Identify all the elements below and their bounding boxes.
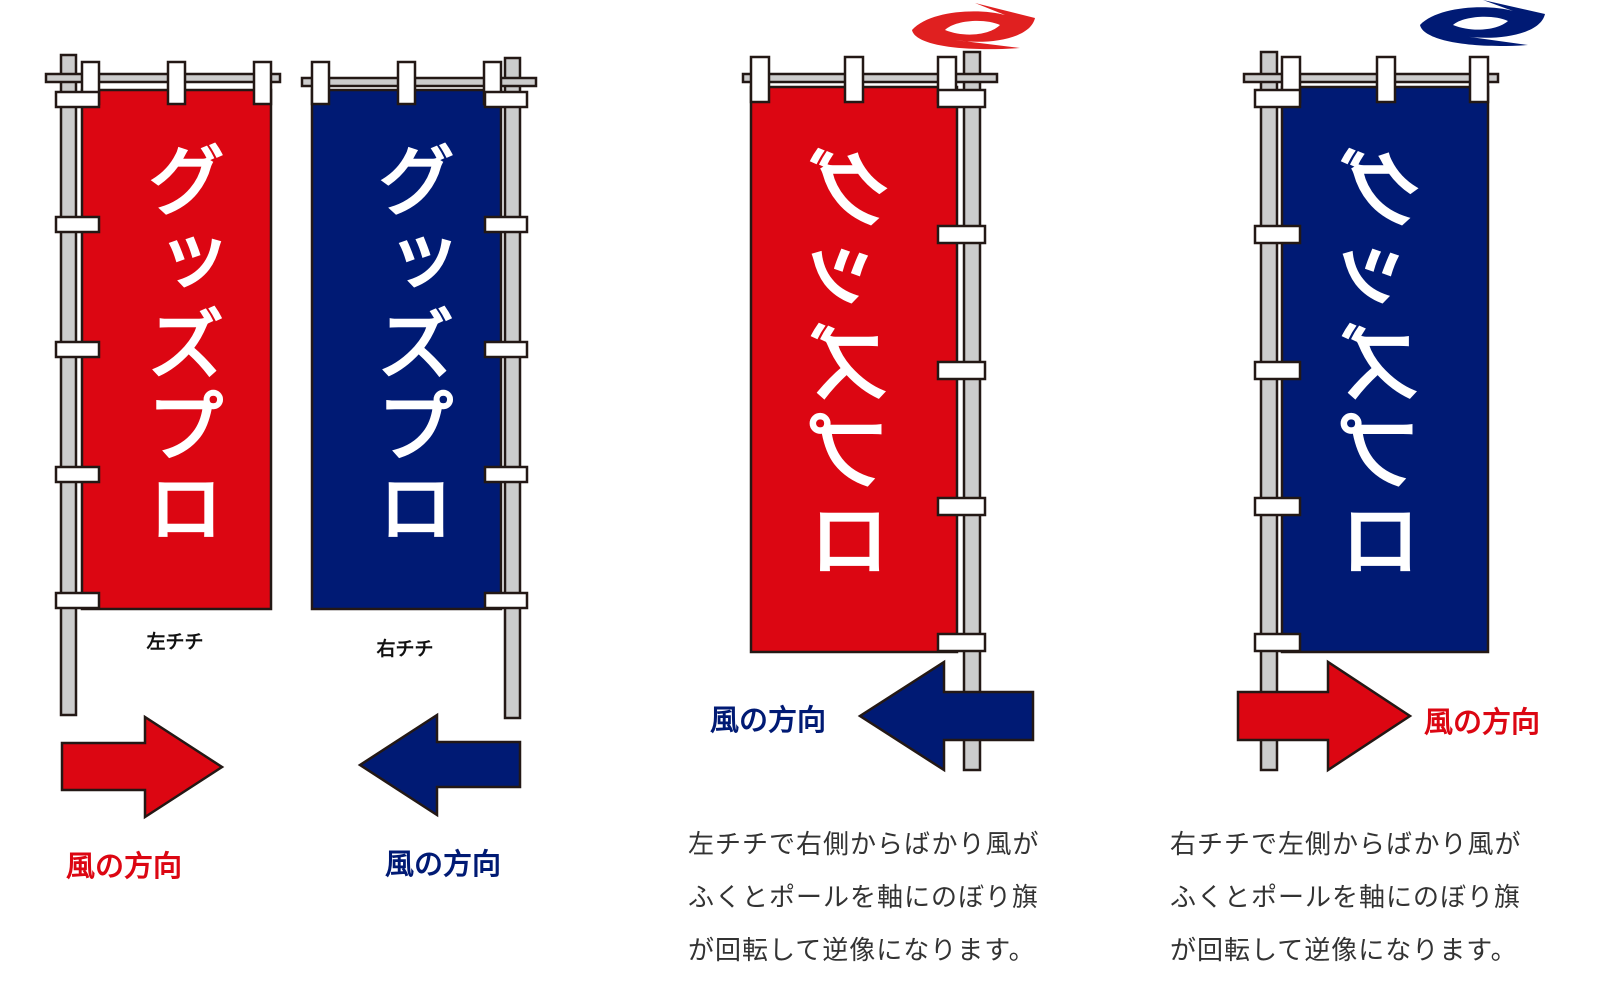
pole-loop (54, 465, 101, 484)
pole (59, 53, 78, 717)
flag-1-text: グッズプロ (134, 140, 224, 550)
wind-arrow-right-icon (1236, 659, 1413, 773)
flag-body (310, 88, 503, 611)
caption-line: ふくとポールを軸にのぼり旗 (1170, 883, 1522, 913)
caption-line: 右チチで左側からばかり風が (1170, 830, 1522, 860)
clip (1468, 55, 1490, 104)
clip (749, 55, 771, 104)
flag-4-wind-label: 風の方向 (1424, 705, 1541, 739)
top-bar (44, 72, 282, 84)
flag-4-mirrored-text: グッズプロ (1338, 145, 1436, 585)
caption-left: 左チチで右側からばかり風が ふくとポールを軸にのぼり旗 が回転して逆像になります… (688, 819, 1040, 978)
swirl-icon (1420, 0, 1545, 46)
clip (396, 60, 417, 106)
flag-body (80, 88, 273, 611)
flag-2-right-chichi (300, 56, 538, 818)
pole-loop (936, 360, 987, 381)
pole-loop (936, 496, 987, 517)
flag-body (1280, 85, 1490, 654)
wind-arrow-right-icon (60, 714, 225, 820)
flag-body (749, 85, 959, 654)
pole-loop (1253, 88, 1302, 109)
clip (252, 60, 273, 106)
pole (1259, 50, 1279, 772)
clip (310, 60, 331, 106)
pole-loop (1253, 224, 1302, 245)
pole-loop (54, 591, 101, 610)
wind-arrow-left-icon (857, 659, 1035, 773)
top-bar (300, 76, 538, 88)
pole-loop (483, 90, 529, 109)
flag-4-rotated-navy (1236, 0, 1545, 773)
caption-line: が回転して逆像になります。 (1170, 936, 1518, 966)
caption-line: 左チチで右側からばかり風が (688, 830, 1040, 860)
pole-loop (483, 591, 529, 610)
clip (1375, 55, 1397, 104)
pole-loop (1253, 496, 1302, 517)
pole-loop (54, 340, 101, 359)
clip (843, 55, 865, 104)
wind-arrow-left-icon (357, 712, 522, 818)
flag-3-wind-label: 風の方向 (710, 703, 827, 737)
pole-loop (483, 465, 529, 484)
pole-loop (1253, 632, 1302, 653)
pole-loop (54, 90, 101, 109)
pole-loop (483, 215, 529, 234)
pole (962, 50, 982, 772)
clip (166, 60, 187, 106)
flag-3-rotated-red (741, 3, 1035, 773)
pole (503, 56, 522, 720)
flag-2-label: 右チチ (376, 638, 434, 660)
flag-2-text: グッズプロ (364, 140, 454, 550)
flag-1-left-chichi (44, 53, 282, 820)
caption-line: が回転して逆像になります。 (688, 936, 1036, 966)
swirl-icon (912, 3, 1035, 50)
pole-loop (54, 215, 101, 234)
caption-line: ふくとポールを軸にのぼり旗 (688, 883, 1040, 913)
pole-loop (936, 88, 987, 109)
flag-3-mirrored-text: グッズプロ (807, 145, 905, 585)
top-bar (1242, 72, 1500, 84)
top-bar (741, 72, 999, 84)
flag-1-label: 左チチ (146, 631, 204, 653)
pole-loop (936, 224, 987, 245)
pole-loop (483, 340, 529, 359)
flag-2-wind-label: 風の方向 (385, 847, 502, 881)
flag-1-wind-label: 風の方向 (66, 849, 183, 883)
pole-loop (936, 632, 987, 653)
caption-right: 右チチで左側からばかり風が ふくとポールを軸にのぼり旗 が回転して逆像になります… (1170, 819, 1522, 978)
pole-loop (1253, 360, 1302, 381)
